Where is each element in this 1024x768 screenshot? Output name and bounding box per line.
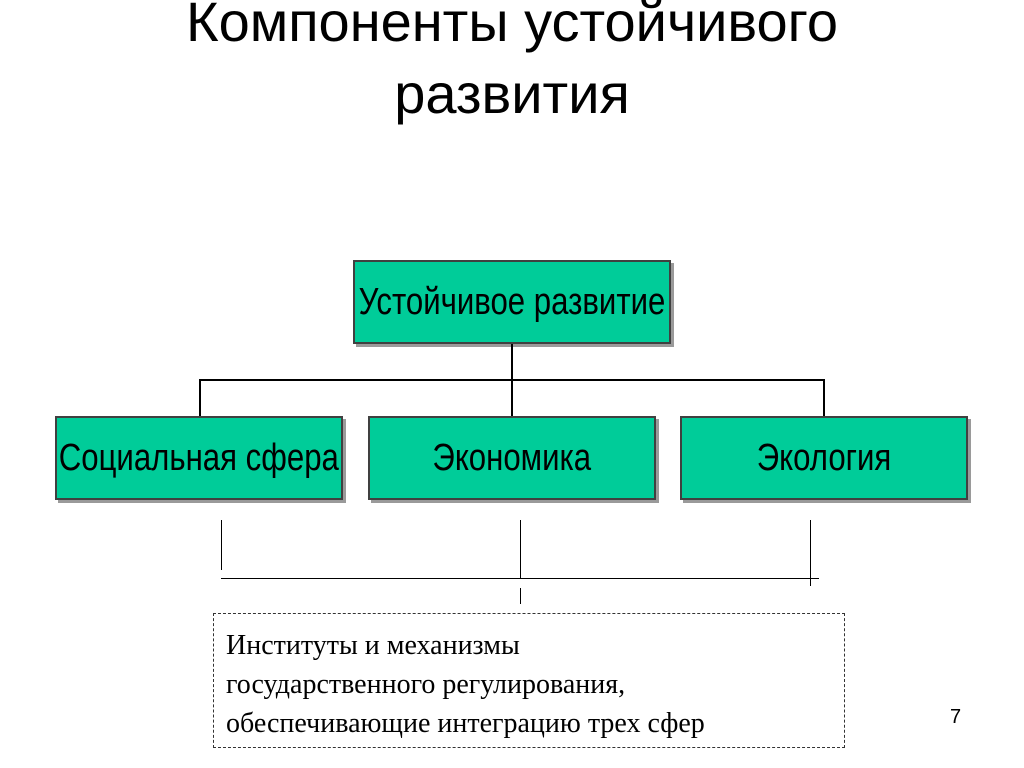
thin-line-middle-tick — [520, 588, 521, 604]
child-box-social: Социальная сфера — [55, 416, 343, 500]
thin-line-right — [810, 520, 811, 586]
connector-middle-down — [511, 379, 513, 416]
connector-right-down — [823, 379, 825, 416]
title-line-1: Компоненты устойчивого — [185, 0, 839, 53]
slide-title: Компоненты устойчивого развития — [0, 0, 1024, 130]
child-box-label: Социальная сфера — [58, 436, 340, 479]
child-box-economy: Экономика — [368, 416, 656, 500]
thin-line-left — [221, 520, 222, 570]
connector-root-down — [511, 344, 513, 380]
title-line-2: развития — [394, 62, 630, 125]
note-line-1: Институты и механизмы — [226, 630, 520, 661]
note-line-2: государственного регулирования, — [226, 669, 626, 700]
thin-line-horizontal — [221, 578, 819, 579]
connector-left-down — [199, 379, 201, 416]
child-box-ecology: Экология — [680, 416, 968, 500]
child-box-label: Экономика — [432, 436, 592, 479]
page-number: 7 — [950, 706, 962, 728]
institutions-note-box: Институты и механизмы государственного р… — [213, 613, 845, 748]
child-box-label: Экология — [756, 436, 892, 479]
thin-line-middle — [520, 520, 521, 578]
root-box-label: Устойчивое развитие — [358, 280, 666, 323]
root-box-sustainable-development: Устойчивое развитие — [353, 260, 671, 344]
note-line-3: обеспечивающие интеграцию трех сфер — [226, 708, 705, 739]
